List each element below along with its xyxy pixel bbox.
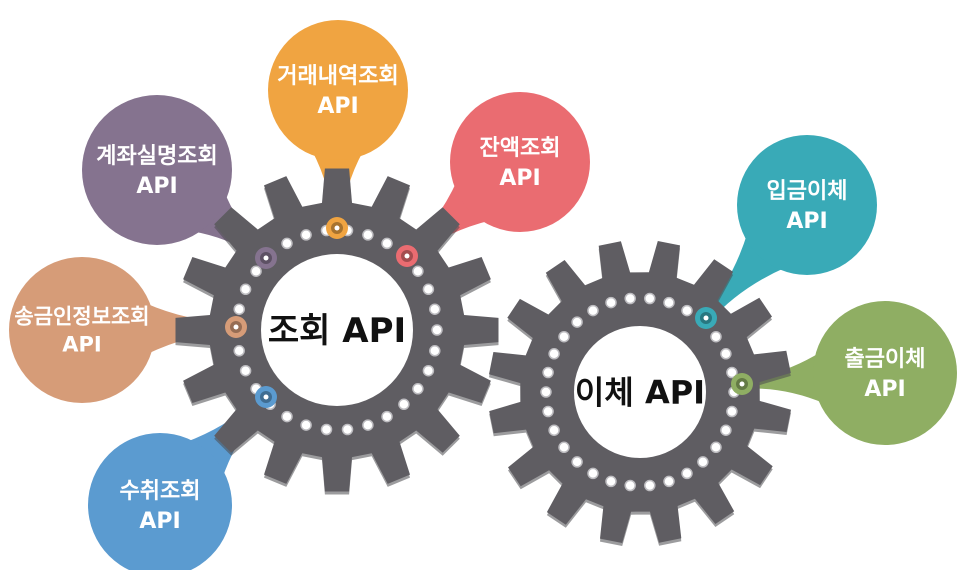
bubble-subtitle: API [317,94,358,119]
gear-ring-dot [720,424,732,436]
gear-ring-dot [341,423,354,436]
gear-ring-dot [681,304,693,317]
bubble-balance: 잔액조회 API [396,92,590,267]
gear-ring-dot [710,441,722,454]
bubble-title: 출금이체 [845,347,926,372]
gear-label: 이체 API [575,374,705,412]
bubble-circle [88,433,232,574]
gear-ring-dot [644,292,656,305]
gear-ring-dot [281,237,293,250]
gear-ring-dot [624,292,636,305]
gear-ring-dot [681,467,693,480]
gear-ring-dot [398,398,410,411]
gear-ring-dot [381,237,393,250]
bubble-circle [268,20,408,160]
connector-marker-dot [703,315,709,321]
bubble-circle [82,95,232,245]
gear-ring-dot [558,441,570,454]
gear-ring-dot [431,324,443,336]
gear-ring-dot [605,296,617,309]
gear-ring-dot [412,383,424,395]
bubble-title: 계좌실명조회 [96,144,217,169]
bubble-title: 수취조회 [120,479,201,504]
bubble-circle [9,257,155,403]
bubble-remit-info: 송금인정보조회 API [9,257,247,403]
gear-ring-dot [726,405,738,418]
bubble-subtitle: API [499,166,540,191]
bubble-subtitle: API [864,377,905,402]
gear-ring-dot [429,303,441,315]
gear-ring-dot [571,316,583,328]
bubble-circle [813,301,957,445]
gear-ring-dot [644,479,656,492]
gear-center [574,326,706,458]
bubble-withdraw-transfer: 출금이체 API [731,301,957,445]
gear-ring-dot [548,424,560,436]
connector-marker-dot [233,324,239,330]
gear-ring-dot [300,229,312,241]
gear-ring-dot [542,405,554,418]
bubble-title: 잔액조회 [480,136,561,161]
bubble-deposit-transfer: 입금이체 API [695,135,877,329]
bubble-circle [737,135,877,275]
bubble-title: 입금이체 [767,179,848,204]
bubble-receipt: 수취조회 API [88,386,277,574]
gear-ring-dot [320,423,333,436]
bubble-title: 송금인정보조회 [14,304,149,328]
gear-ring-dot [587,304,599,317]
bubble-subtitle: API [786,209,827,234]
gear-ring-dot [281,410,293,423]
gear-inquiry: 조회 API [175,168,499,495]
connector-marker-dot [263,255,269,261]
bubble-circle [450,92,590,232]
bubble-account-name: 계좌실명조회 API [82,95,277,269]
gear-ring-dot [429,345,441,357]
bubble-subtitle: API [136,174,177,199]
gear-ring-dot [571,456,583,468]
gear-ring-dot [412,265,424,277]
gear-ring-dot [605,475,617,488]
gear-ring-dot [233,303,245,315]
gear-ring-dot [250,265,262,277]
gear-ring-dot [239,364,252,377]
gear-ring-dot [540,386,552,398]
gear-ring-dot [548,348,560,360]
bubble-subtitle: API [62,333,101,357]
gear-ring-dot [239,283,252,296]
connector-marker-dot [739,381,745,387]
bubble-title: 거래내역조회 [277,64,398,89]
gear-ring-dot [422,283,435,296]
gear-label: 조회 API [268,311,406,351]
gear-ring-dot [726,366,738,379]
gear-ring-dot [300,419,312,431]
gear-ring-dot [624,479,636,492]
bubble-transaction-history: 거래내역조회 API [268,20,408,239]
gear-ring-dot [381,410,393,423]
bubble-subtitle: API [139,509,180,534]
gear-ring-dot [542,366,554,379]
gear-ring-dot [587,467,599,480]
connector-marker-dot [404,253,410,259]
gear-ring-dot [558,330,570,343]
connector-marker-dot [263,394,269,400]
gear-ring-dot [663,475,675,488]
gear-ring-dot [422,364,435,377]
gear-ring-dot [233,345,245,357]
gear-ring-dot [697,456,709,468]
gear-ring-dot [710,330,722,343]
gear-ring-dot [720,348,732,360]
connector-marker-dot [334,225,340,231]
gear-ring-dot [362,419,374,431]
gear-center [261,254,413,406]
gear-ring-dot [362,229,374,241]
gear-ring-dot [663,296,675,309]
